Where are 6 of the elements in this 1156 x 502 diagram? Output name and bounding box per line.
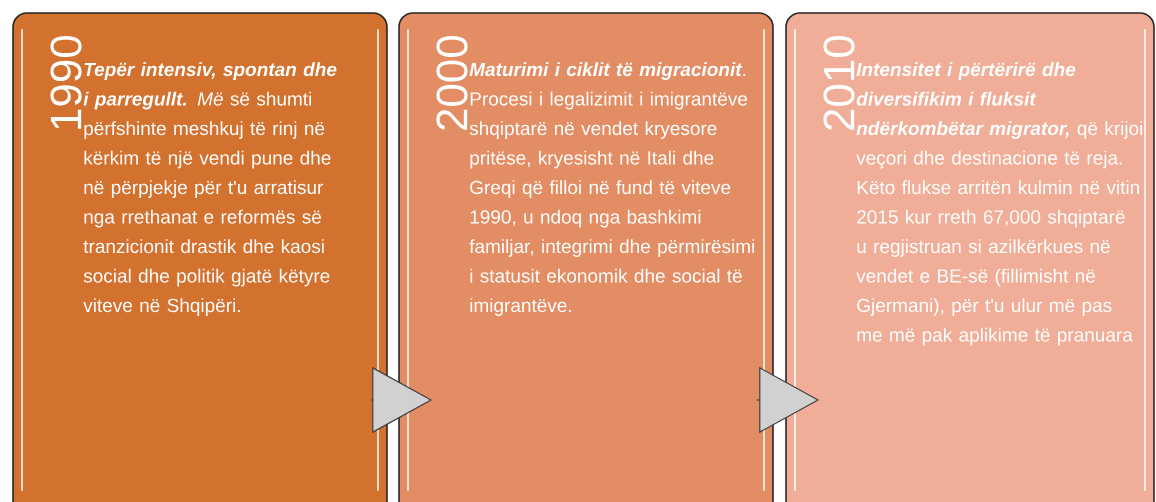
year-label: 2000: [436, 35, 468, 130]
year-label: 2010: [823, 35, 855, 130]
year-label: 1990: [50, 35, 82, 129]
description-text: Tepër intensiv, spontan dhe i parregullt. Më së shumti përfshinte meshkuj të rinj në kërkim të një vendi pune dhe në përpjekje për t'u arratisur nga rrethanat e reformës së tranzicionit drastik dhe kaosi social dhe politik gjatë këtyre viteve në Shqipëri.: [83, 62, 337, 316]
description-text: Maturimi i ciklit të migracionit. Procesi i legalizimit i imigrantëve shqiptarë në vendet kryesore pritëse, kryesisht në Itali dhe Greqi që filloi në fund të viteve 1990, u ndoq nga bashkimi familjar, integrimi dhe përmirësimi i statusit ekonomik dhe social të imigrantëve.: [469, 62, 754, 316]
description-text: Intensitet i përtërirë dhe diversifikim i fluksit ndërkombëtar migrator, që krijoi veçori dhe destinacione të reja. Këto flukse arritën kulmin në vitin 2015 kur rreth 67,000 shqiptarë u regjistruan si azilkërkues në vendet e BE-së (fillimisht në Gjermani), për t'u ulur më pas me më pak aplikime të pranuara: [856, 62, 1143, 346]
